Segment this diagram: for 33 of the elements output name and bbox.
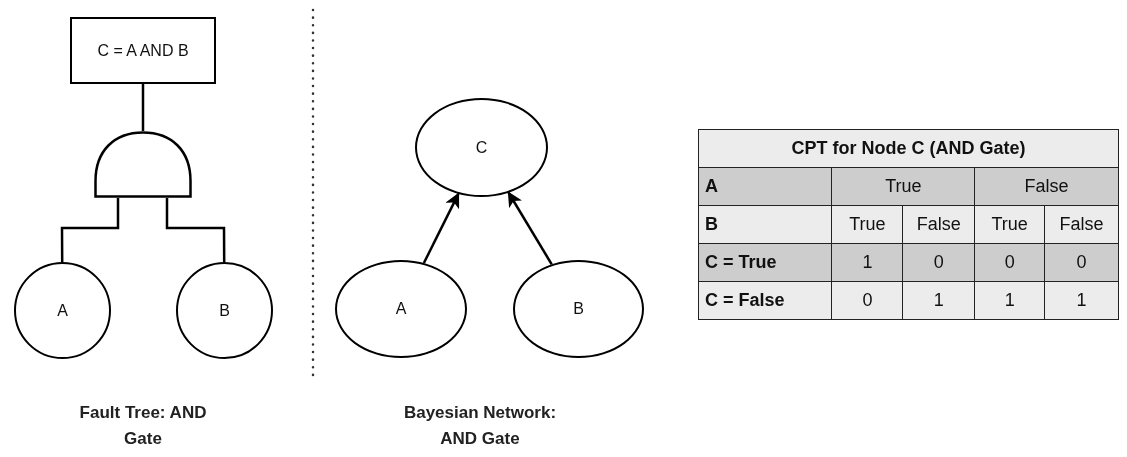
node-label: B — [573, 299, 584, 319]
row-header: C = True — [698, 243, 832, 282]
node-label: C = A AND B — [97, 40, 189, 61]
probability-value: 1 — [832, 243, 903, 282]
connector-line — [165, 198, 226, 262]
probability-value: 0 — [902, 243, 975, 282]
column-header: True — [832, 167, 975, 206]
probability-value: 0 — [832, 281, 903, 320]
probability-value: 0 — [974, 243, 1045, 282]
node-label: A — [57, 300, 68, 321]
probability-value: 1 — [974, 281, 1045, 320]
row-header: C = False — [698, 281, 832, 320]
node-label: B — [219, 300, 230, 321]
event-box — [70, 17, 216, 84]
node-label: A — [395, 299, 407, 319]
table-title: CPT for Node C (AND Gate) — [698, 129, 1119, 168]
column-header: True — [832, 205, 903, 244]
connector-line — [141, 84, 145, 131]
probability-value: 0 — [1044, 243, 1119, 282]
column-header: True — [974, 205, 1045, 244]
diagram-caption: Fault Tree: AND Gate — [78, 402, 208, 451]
node-label: C — [475, 137, 488, 158]
connector-line — [60, 198, 120, 262]
column-header: False — [1044, 205, 1119, 244]
arrow — [507, 191, 553, 265]
row-header: B — [698, 205, 832, 244]
and-gate-symbol — [94, 131, 192, 198]
row-header: A — [698, 167, 832, 206]
diagram-caption: Bayesian Network: AND Gate — [402, 402, 558, 451]
probability-value: 1 — [902, 281, 975, 320]
probability-value: 1 — [1044, 281, 1119, 320]
column-header: False — [902, 205, 975, 244]
column-header: False — [974, 167, 1119, 206]
